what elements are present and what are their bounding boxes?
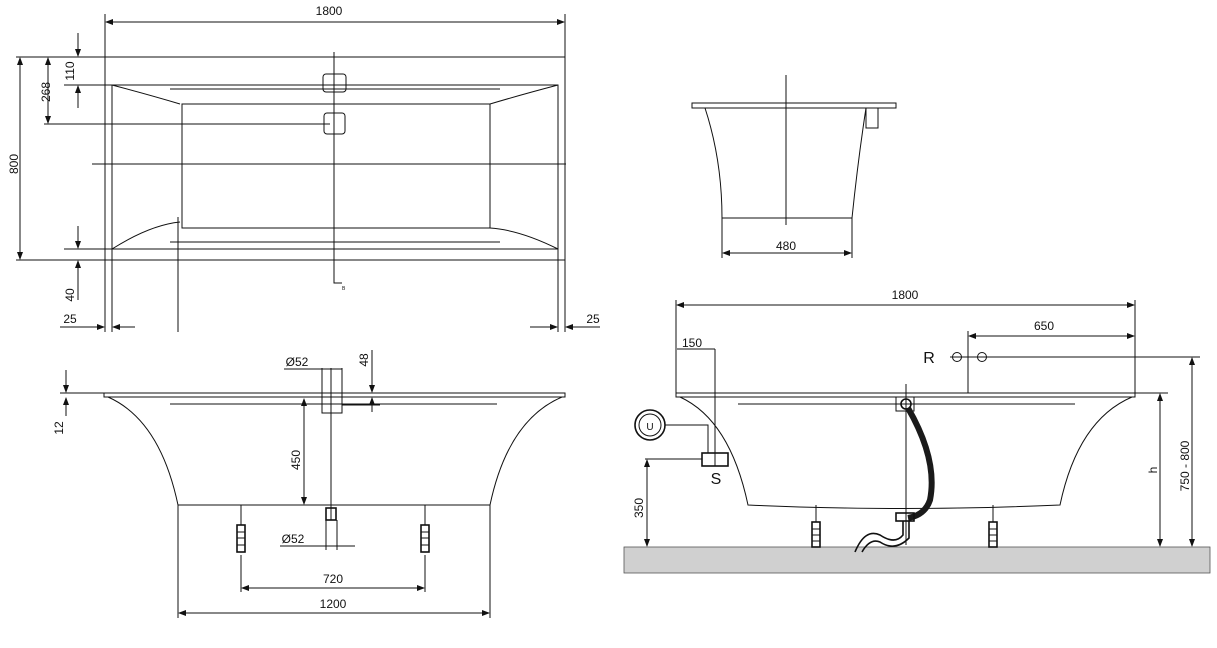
end-view: 480 (691, 75, 897, 258)
label-overflow-diameter: Ø52 (286, 355, 309, 369)
section-mark: B (342, 286, 346, 292)
centerline-vertical (333, 52, 342, 284)
overflow-hose (905, 406, 935, 521)
label-supply-offset: 150 (682, 336, 702, 350)
label-side-left: 25 (63, 312, 77, 326)
label-total-height: 750 - 800 (1178, 440, 1192, 491)
body (679, 396, 1133, 509)
label-feet-spacing: 720 (323, 572, 343, 586)
mixer-pipe (665, 424, 709, 453)
front-body (107, 396, 563, 506)
label-mixer: U (646, 422, 653, 433)
label-drain-diameter: Ø52 (282, 532, 305, 546)
front-view-right: 1800 650 R 150 U S 350 h 750 - 800 (623, 288, 1211, 574)
foot-left (236, 505, 246, 553)
label-base-length: 1200 (320, 597, 347, 611)
floor (623, 546, 1211, 574)
drain-outlet (325, 507, 337, 521)
label-supply: S (711, 471, 722, 488)
foot-right (420, 505, 430, 553)
label-tap: R (923, 350, 935, 367)
label-overflow: 268 (39, 82, 53, 102)
end-rim (691, 102, 897, 109)
front-rim (103, 392, 566, 398)
mixer-circle-inner (638, 413, 662, 437)
end-body (704, 107, 867, 219)
label-rim-bottom: 40 (63, 288, 77, 302)
label-rim-top: 110 (63, 61, 77, 80)
siphon (854, 521, 910, 553)
label-width: 800 (7, 154, 21, 174)
rim-lines (170, 88, 500, 243)
label-overflow-height: 48 (357, 353, 371, 367)
drain-outlet (895, 512, 915, 522)
overflow-icon (321, 396, 343, 414)
label-depth-width: 480 (776, 239, 796, 253)
foot-left (811, 505, 821, 548)
tub-slopes (111, 84, 559, 250)
tub-rim (111, 84, 559, 250)
tap-circle (952, 352, 962, 362)
tap-circle (977, 352, 987, 362)
foot-right (988, 505, 998, 548)
tub-basin (181, 103, 491, 229)
top-view: B 1800 800 268 110 40 25 25 (7, 4, 600, 332)
label-rim-thickness: 12 (52, 421, 66, 435)
label-side-right: 25 (586, 312, 600, 326)
label-tap-offset: 650 (1034, 319, 1054, 333)
tub-outline (104, 56, 566, 261)
label-depth: 450 (289, 450, 303, 470)
overflow-icon (322, 73, 347, 93)
label-length: 1800 (316, 4, 343, 18)
label-length: 1800 (892, 288, 919, 302)
end-overflow (865, 108, 879, 129)
label-supply-height: 350 (632, 498, 646, 518)
label-rim-height: h (1146, 467, 1160, 474)
overflow-circle (900, 398, 912, 410)
overflow-icon (895, 396, 915, 412)
front-view-left: Ø52 48 12 450 Ø52 720 1200 (52, 350, 566, 618)
